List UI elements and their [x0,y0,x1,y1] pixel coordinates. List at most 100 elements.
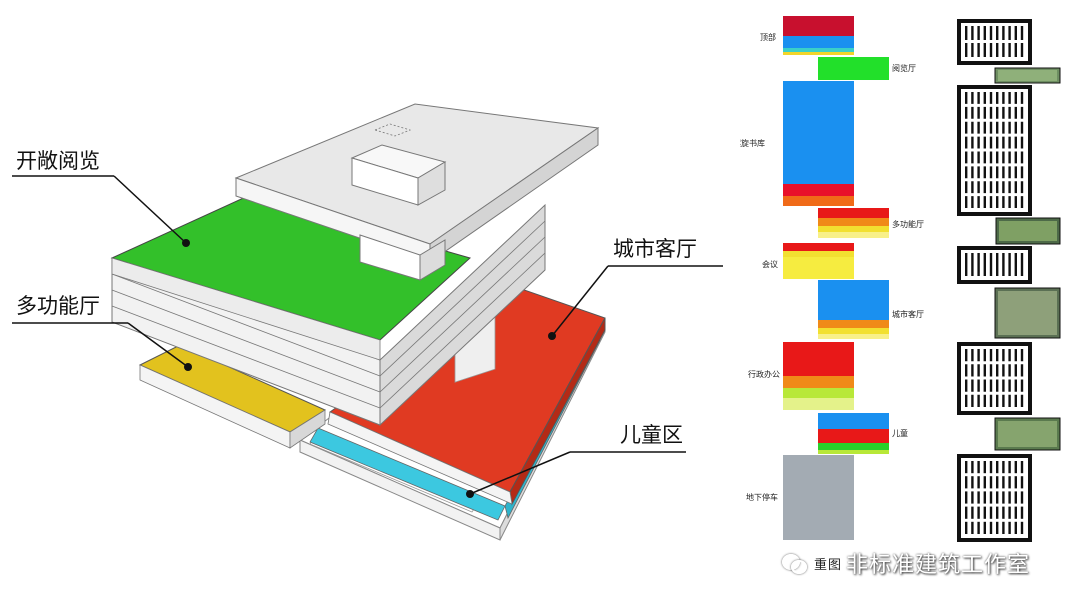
shelf-bar [1002,394,1005,407]
shelf-bar [965,121,968,134]
shelf-bar [1014,43,1017,57]
shelf-bar [996,379,999,392]
shelf-bar [983,349,986,362]
shelf-bar [1002,379,1005,392]
shelf-bar [996,349,999,362]
shelf-bar [977,461,980,474]
shelf-bar [965,181,968,194]
shelf-bar [1020,506,1024,519]
axonometric-diagram: 开敞阅览 多功能厅 城市客厅 儿童区 [12,103,723,541]
shelf-bar [1008,196,1011,208]
shelf-bar [1020,379,1024,392]
shelf-bar [983,121,986,134]
shelf-bar [989,394,993,407]
shelf-bar [1008,106,1011,119]
shelf-bar [971,253,974,276]
shelf-bar [977,181,980,194]
program-stack-diagram: 顶部 阅览厅 螺旋书库 多功能厅 会议 城市客厅 行政 [740,16,1061,542]
label-city-lounge: 城市客厅 [892,309,924,319]
shelf-bar [1008,394,1011,407]
shelf-bar [1008,349,1011,362]
shelf-bar [1020,136,1024,149]
shelf-bar [1008,136,1011,149]
shelf-bar [1002,491,1005,504]
shelf-bar [971,364,974,377]
shelf-bar [989,379,993,392]
shelf-bar [971,166,974,179]
shelf-bar [977,491,980,504]
shelf-bar [977,43,980,57]
shelf-bar [996,253,999,276]
shelf-bar [1014,506,1017,519]
shelf-bar [989,506,993,519]
shelf-bar [1020,166,1024,179]
shelf-bar [996,394,999,407]
shelf-bar [1002,43,1005,57]
shelf-bar [1008,151,1011,164]
shelf-bar [1020,196,1024,208]
shelf-bar [1020,121,1024,134]
shelf-frame-1 [957,19,1032,65]
shelf-bar [1002,166,1005,179]
shelf-bar [977,26,980,40]
shelf-bar [1020,253,1024,276]
shelf-frame-4 [957,342,1032,415]
shelf-bar [1002,121,1005,134]
shelf-bar [989,136,993,149]
shelf-bar [983,151,986,164]
shelf-bar [1008,506,1011,519]
shelf-bar [1002,253,1005,276]
shelf-bar [965,166,968,179]
shelf-bar [989,121,993,134]
shelf-bar [971,394,974,407]
svg-text:多功能厅: 多功能厅 [16,294,100,318]
shelf-bar [1002,181,1005,194]
shelf-bar [1014,26,1017,40]
label-admin: 行政办公 [748,369,780,379]
shelf-bar [971,379,974,392]
shelf-bar [1014,181,1017,194]
shelf-bar [971,181,974,194]
shelf-bar [989,521,993,534]
shelf-bar [989,106,993,119]
shelf-bar [1002,476,1005,489]
shelf-bar [977,136,980,149]
shelf-bar [965,349,968,362]
shelf-bar [965,151,968,164]
shelf-bar [996,106,999,119]
shelf-bar [965,491,968,504]
shelf-bar [996,92,999,104]
shelf-bar [1014,92,1017,104]
shelf-bar [977,521,980,534]
shelf-bar [971,151,974,164]
label-parking: 地下停车 [746,492,778,502]
block-top: 顶部 [760,16,854,55]
shelf-frame-2 [957,85,1032,216]
shelf-bar [965,43,968,57]
shelf-bar [1008,166,1011,179]
shelf-bar [1020,521,1024,534]
shelf-bar [989,253,993,276]
shelf-bar [965,26,968,40]
shelf-bar [1020,181,1024,194]
shelf-bar [983,181,986,194]
shelf-bar [996,506,999,519]
shelf-bar [996,461,999,474]
block-admin: 行政办公 [748,342,854,410]
shelf-bar [1020,364,1024,377]
shelf-bar [1002,461,1005,474]
shelf-bar [1014,491,1017,504]
shelf-bar [965,461,968,474]
shelf-bar [965,521,968,534]
shelf-bar [977,92,980,104]
shelf-bar [1020,394,1024,407]
shelf-bar [996,166,999,179]
shelf-bar [1020,106,1024,119]
shelf-bar [1002,151,1005,164]
shelf-bar [996,521,999,534]
shelf-bar [1014,476,1017,489]
shelf-bar [1020,491,1024,504]
shelf-bar [1020,476,1024,489]
shelf-bar [1014,253,1017,276]
shelf-bar [983,476,986,489]
